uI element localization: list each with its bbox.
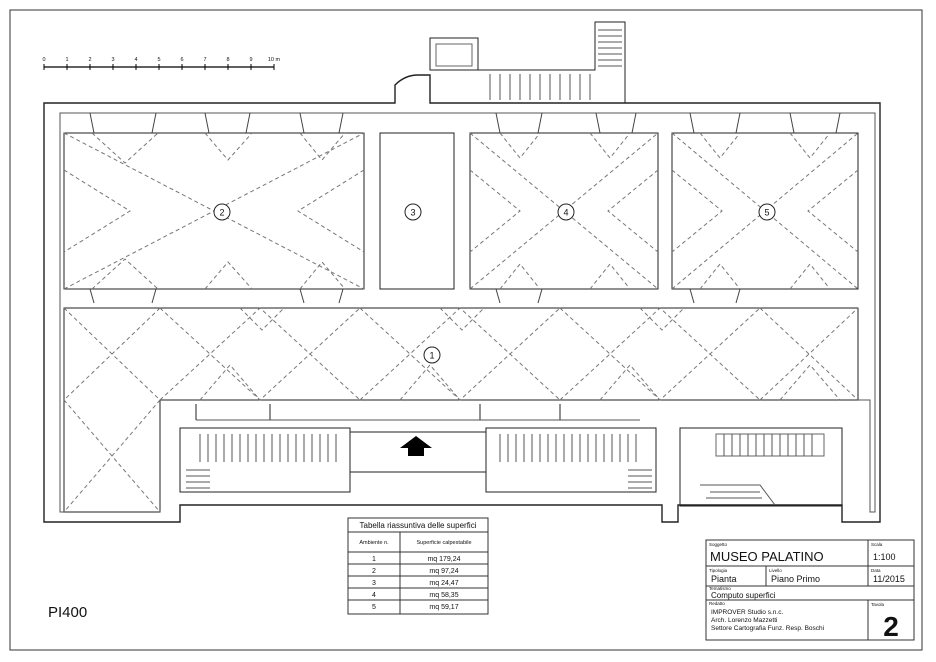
entrance-arrow-icon [400, 436, 432, 456]
tb-data-label: Data [871, 568, 881, 573]
surface-table-header-room: Ambiente n. [359, 540, 389, 546]
tb-tematismo-label: Tematismo [709, 586, 731, 591]
scale-tick-label: 1 [65, 57, 68, 63]
scale-tick-label: 7 [203, 57, 206, 63]
room-label-circle [423, 346, 441, 364]
room-label-circle [557, 203, 575, 221]
tb-data: 11/2015 [873, 574, 905, 584]
room-label: 5 [764, 208, 769, 218]
room-label: 3 [410, 208, 415, 218]
tb-livello-label: Livello [769, 568, 782, 573]
stair-room-right [679, 427, 843, 507]
title-block [705, 539, 915, 641]
tb-tipologia: Pianta [711, 574, 737, 584]
surface-table-area: mq 24,47 [429, 580, 458, 587]
surface-table-rows: 1 mq 179,24 2 mq 97,24 3 mq 24,47 4 mq 58,35 5 mq… [372, 556, 461, 611]
sheet-code: PI400 [48, 604, 87, 621]
entrance-hall [349, 431, 487, 473]
room-4-outline [469, 132, 659, 290]
scale-tick-label: 4 [134, 57, 137, 63]
surface-table-room: 5 [372, 604, 376, 611]
surface-table: Tabella riassuntiva delle superfici Ambi… [347, 517, 489, 615]
scale-tick-label: 9 [249, 57, 252, 63]
surface-table-room: 3 [372, 580, 376, 587]
scale-tick-label: 2 [88, 57, 91, 63]
tb-redatto-1: IMPROVER Studio s.n.c. [711, 609, 783, 616]
tb-soggetto: MUSEO PALATINO [710, 549, 824, 564]
surface-table-room: 1 [372, 556, 376, 563]
inner-wall [59, 112, 876, 513]
tb-tavola: 2 [883, 611, 899, 642]
surface-table-room: 4 [372, 592, 376, 599]
tb-redatto-3: Settore Cartografia Funz. Resp. Boschi [711, 625, 824, 632]
scale-bar: 0 1 2 3 4 5 6 7 8 9 10 m [42, 57, 281, 70]
scale-tick-label: 0 [42, 57, 45, 63]
floor-plan [43, 21, 881, 523]
room-5-outline [671, 132, 859, 290]
scale-tick-label: 8 [226, 57, 229, 63]
surface-table-title: Tabella riassuntiva delle superfici [360, 521, 477, 530]
surface-table-area: mq 97,24 [429, 568, 458, 575]
scale-tick-label: 3 [111, 57, 114, 63]
surface-table-header-area: Superficie calpestabile [416, 540, 471, 546]
surface-table-area: mq 179,24 [427, 556, 460, 563]
tb-tematismo: Computo superfici [711, 591, 776, 600]
room-3-outline [379, 132, 455, 290]
tb-scala-label: Scala [871, 542, 883, 547]
title-block-text: Soggetto MUSEO PALATINO Scala 1:100 Tipo… [709, 542, 905, 642]
top-annex [429, 37, 479, 71]
scale-tick-label: 5 [157, 57, 160, 63]
sheet-border [9, 9, 923, 651]
tb-redatto-label: Redatto [709, 601, 725, 606]
room-label: 4 [563, 208, 568, 218]
scale-ticks: 0 1 2 3 4 5 6 7 8 9 10 m [42, 57, 281, 70]
room-labels: 1 2 3 4 5 [213, 203, 776, 364]
room-label-circle [404, 203, 422, 221]
room-2-outline [63, 132, 365, 290]
tb-tavola-label: Tavola [871, 602, 885, 607]
tb-tipologia-label: Tipologia [709, 568, 728, 573]
scale-tick-label: 10 m [268, 57, 281, 63]
room-1-outline [63, 307, 859, 513]
tb-scala: 1:100 [873, 552, 896, 562]
scale-tick-label: 6 [180, 57, 183, 63]
room-label: 1 [429, 351, 434, 361]
top-stairs [489, 29, 622, 100]
outer-wall [43, 74, 881, 523]
surface-table-room: 2 [372, 568, 376, 575]
tb-redatto-2: Arch. Lorenzo Mazzetti [711, 617, 777, 624]
room-label-circle [758, 203, 776, 221]
surface-table-area: mq 58,35 [429, 592, 458, 599]
room-label: 2 [219, 208, 224, 218]
room-label-circle [213, 203, 231, 221]
surface-table-area: mq 59,17 [429, 604, 458, 611]
stair-treads [186, 434, 652, 489]
tb-soggetto-label: Soggetto [709, 542, 728, 547]
tb-livello: Piano Primo [771, 574, 820, 584]
